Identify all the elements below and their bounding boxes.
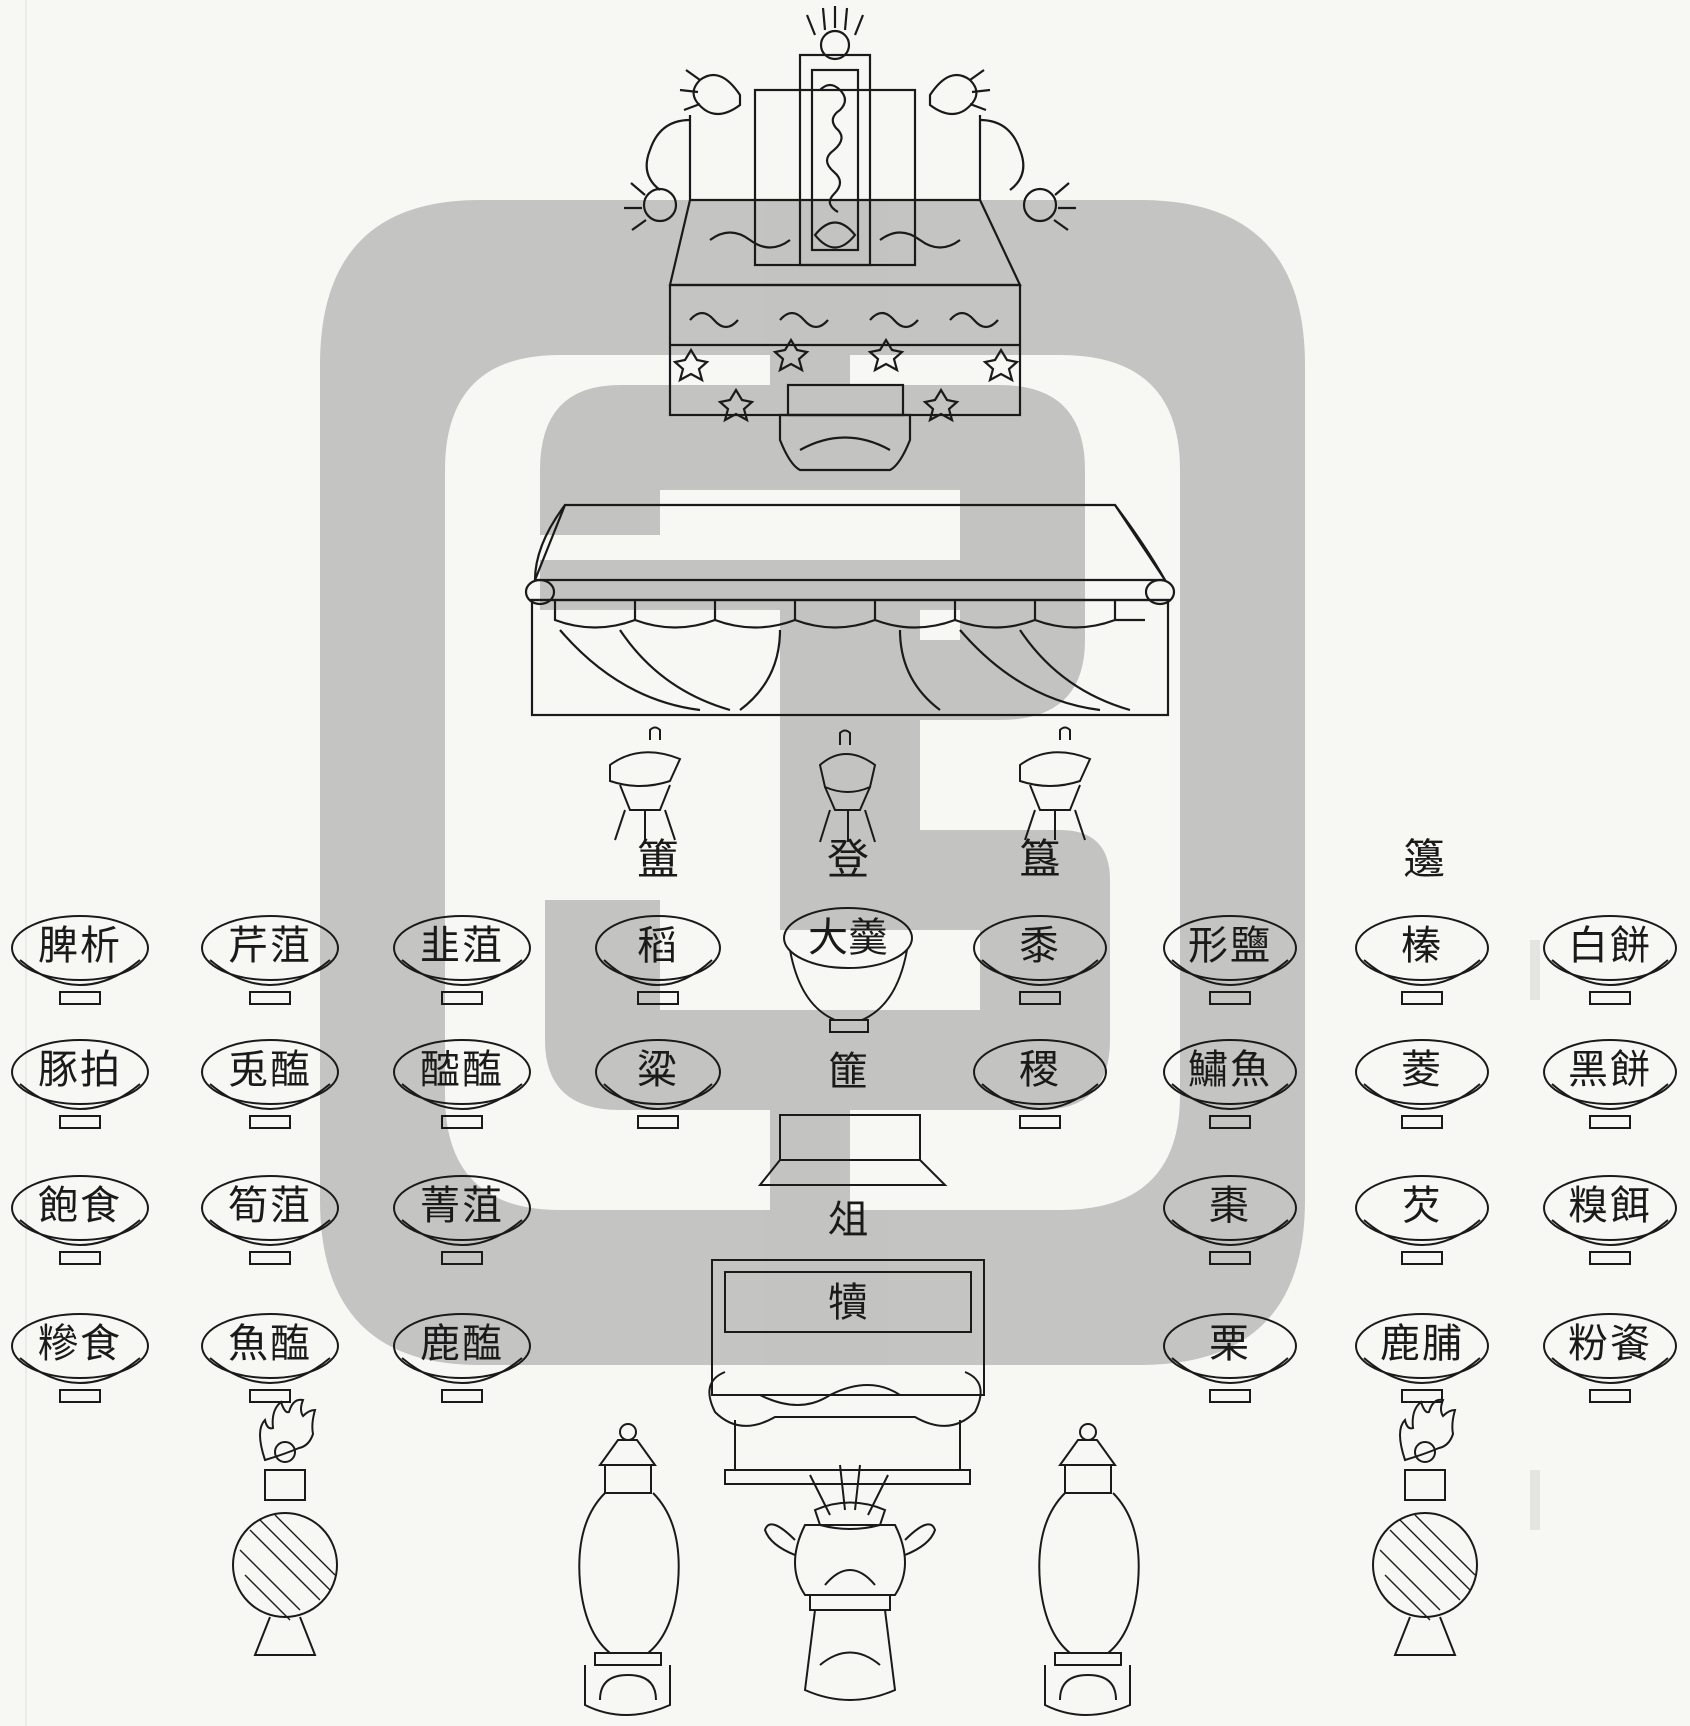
bowl-label: 糗餌 [1568, 1186, 1652, 1226]
bowl-label: 黑餅 [1568, 1050, 1652, 1090]
bowl-label: 黍 [1019, 926, 1061, 966]
deng-label: 登 [827, 839, 869, 881]
jue-cup-icon [1020, 728, 1090, 841]
bowl-label: 粱 [637, 1050, 679, 1090]
vase-icon [1039, 1424, 1138, 1715]
bowl-label: 白餅 [1568, 926, 1652, 966]
bowl-label: 豚拍 [38, 1050, 122, 1090]
bowl-label: 菁菹 [420, 1186, 504, 1226]
fu-label: 簠 [637, 839, 679, 881]
bowl-label: 飽食 [38, 1186, 122, 1226]
altar-label: 俎 [828, 1200, 868, 1240]
bowl-label: 魚醢 [228, 1324, 312, 1364]
basket-label: 篚 [828, 1052, 868, 1092]
bowl-label: 鹿醢 [420, 1324, 504, 1364]
bowl-label: 榛 [1401, 926, 1443, 966]
bowl-label: 鱐魚 [1188, 1050, 1272, 1090]
bowl-label: 兎醢 [228, 1050, 312, 1090]
bowl-label: 栗 [1209, 1324, 1251, 1364]
bowl-label: 筍菹 [228, 1186, 312, 1226]
gui-label: 簋 [1019, 839, 1061, 881]
bowl-label: 醓醢 [420, 1050, 504, 1090]
soup-label: 大羹 [808, 918, 888, 958]
incense-burner-icon [765, 1465, 935, 1700]
bowl-label: 稻 [637, 926, 679, 966]
bowl-label: 鹿脯 [1380, 1324, 1464, 1364]
bian-label: 籩 [1403, 839, 1445, 881]
jue-cup-icon [610, 728, 680, 841]
bowl-label: 芹菹 [228, 926, 312, 966]
bowl-label: 糝食 [38, 1324, 122, 1364]
bowl-label: 棗 [1209, 1186, 1251, 1226]
candle-torch-icon [1373, 1400, 1477, 1655]
bowl-label: 芡 [1401, 1186, 1443, 1226]
bowl-label: 脾析 [38, 926, 122, 966]
bowl-label: 韭菹 [420, 926, 504, 966]
bowl-label: 粉餈 [1568, 1324, 1652, 1364]
bowl-label: 菱 [1401, 1050, 1443, 1090]
offering-label: 犢 [828, 1283, 868, 1323]
vase-icon [579, 1424, 678, 1715]
candle-torch-icon [233, 1400, 337, 1655]
bowl-label: 稷 [1019, 1050, 1061, 1090]
bowl-label: 形鹽 [1188, 926, 1272, 966]
